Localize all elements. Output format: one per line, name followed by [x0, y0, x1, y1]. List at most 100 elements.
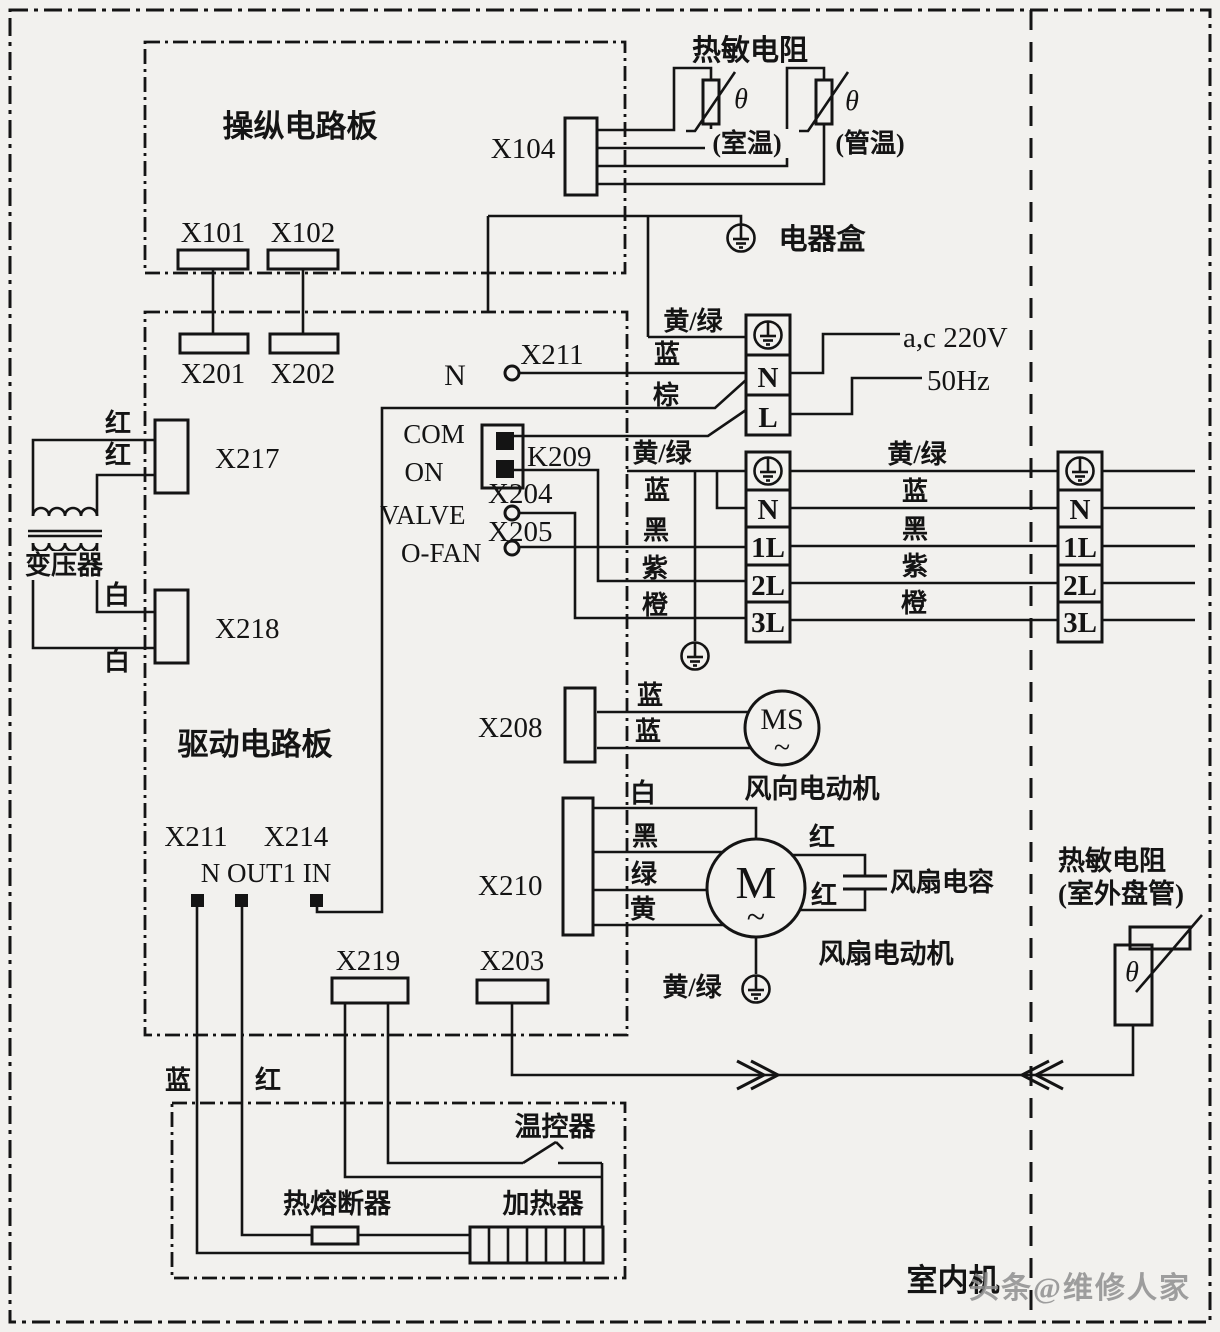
wire-label-black: 黑 [902, 515, 928, 544]
fan-motor-label: 风扇电动机 [819, 938, 954, 969]
thermistor-title: 热敏电阻 [692, 34, 808, 67]
wire-label-yellow-green: 黄/绿 [632, 439, 692, 468]
theta-symbol: θ [845, 86, 859, 117]
thermal-fuse-label: 热熔断器 [283, 1188, 392, 1219]
plug-arrow-right-icon [736, 1059, 782, 1091]
on-pin-label: ON [405, 457, 444, 487]
wire-label-blue: 蓝 [902, 477, 928, 506]
outdoor-thermistor: 热敏电阻 (室外盘管) θ [1058, 846, 1203, 1027]
block3-cell-1l: 1L [1063, 532, 1097, 564]
thermostat-switch-icon [522, 1140, 564, 1165]
connector-x210-label: X210 [478, 870, 542, 902]
block3-cell-2l: 2L [1063, 570, 1097, 602]
connector-x218-label: X218 [215, 613, 279, 645]
chassis-ground-icon [680, 641, 710, 671]
terminal-x211-neutral: N X211 [444, 339, 584, 392]
mains-voltage-label: a,c 220V [903, 322, 1008, 354]
ground-icon [741, 974, 771, 1004]
control-board-box [143, 40, 627, 275]
wire-label-yellow-green: 黄/绿 [663, 307, 723, 336]
block3-cell-n: N [1070, 494, 1091, 526]
thermostat: 温控器 [515, 1112, 597, 1165]
connector-x219-label: X219 [336, 945, 400, 977]
thermistor-pipe-icon: θ [799, 71, 859, 133]
terminal-n-pad [191, 894, 204, 907]
fan-capacitor-label: 风扇电容 [890, 867, 994, 897]
wire-label-blue: 蓝 [637, 681, 663, 710]
wire-label-orange: 橙 [901, 589, 928, 618]
fan-motor-symbol: M [736, 857, 777, 908]
wire-label-red: 红 [255, 1065, 281, 1095]
wire-label-red: 红 [811, 880, 837, 910]
connector-x101-label: X101 [181, 217, 245, 249]
connector-x101: X101 [176, 217, 250, 271]
wire-label-purple: 紫 [642, 554, 668, 583]
electric-box-label: 电器盒 [778, 222, 866, 256]
connector-x201: X201 [178, 332, 250, 390]
connector-x208-label: X208 [478, 712, 542, 744]
transformer: 变压器 [17, 506, 112, 580]
block2-cell-3l: 3L [751, 607, 785, 639]
relay-k209: COM ON K209 [403, 419, 591, 490]
wire-label-blue: 蓝 [654, 340, 680, 369]
outdoor-thermistor-icon: θ [1113, 914, 1203, 1027]
connector-x210-box [561, 796, 595, 937]
connector-x104-label: X104 [491, 133, 556, 165]
connector-x211-label: X211 [520, 339, 583, 371]
pipe-temp-label: (管温) [835, 129, 904, 158]
block3-cell-3l: 3L [1063, 607, 1097, 639]
ground-icon [753, 320, 783, 350]
fan-motor: X210 白 黑 绿 黄 M ~ 红 红 风扇电容 风扇电动机 黄/绿 [478, 778, 994, 1004]
fan-motor-tilde: ~ [747, 899, 765, 936]
connector-x219: X219 [330, 945, 410, 1005]
connector-k209-label: K209 [527, 441, 591, 473]
connector-x205-label: X205 [488, 516, 552, 548]
inline-connector-arrows [736, 1059, 1064, 1091]
outer-border [8, 8, 1212, 1324]
thermal-fuse-icon [310, 1225, 360, 1246]
connector-x217: X217 [153, 418, 279, 495]
board-boxes [143, 40, 629, 1280]
terminal-block-indoor-out: N 1L 2L 3L [744, 450, 792, 644]
indoor-unit-label: 室内机 [907, 1263, 1000, 1298]
wire-label-yellow-green: 黄/绿 [662, 973, 722, 1002]
thermostat-label: 温控器 [515, 1112, 597, 1142]
swing-motor-symbol: MS [760, 703, 803, 736]
swing-motor-tilde: ~ [774, 731, 790, 764]
wire-label-brown: 棕 [653, 380, 679, 410]
theta-symbol: θ [1125, 957, 1139, 988]
terminal-x205-ofan: X205 O-FAN [401, 516, 552, 568]
terminal-block-mains: N L [744, 313, 792, 437]
wire-label-black: 黑 [632, 822, 658, 851]
wire-label-orange: 橙 [642, 591, 669, 620]
wire-label-green: 绿 [631, 860, 658, 889]
swing-motor-icon [743, 689, 821, 767]
connector-x217-label: X217 [215, 443, 279, 475]
wire-label-blue: 蓝 [635, 717, 661, 746]
connector-x104: X104 [491, 116, 599, 197]
drive-board-terminals: X211 X214 N OUT1 IN [164, 821, 331, 907]
plug-arrow-left-icon [1018, 1059, 1064, 1091]
indoor-thermistors: 热敏电阻 θ θ (室温) (管温) [686, 34, 913, 158]
wire-label-white: 白 [104, 580, 130, 610]
block2-cell-n: N [758, 494, 779, 526]
control-board-label: 操纵电路板 [223, 109, 378, 144]
thermistor-room-icon: θ [686, 71, 748, 133]
connector-x218: X218 [153, 588, 279, 665]
block2-cell-1l: 1L [751, 532, 785, 564]
mains-freq-label: 50Hz [927, 365, 990, 397]
wire-label-red: 红 [105, 440, 131, 470]
thermal-fuse: 热熔断器 [283, 1188, 392, 1246]
swing-motor: X208 蓝 蓝 MS ~ 风向电动机 [478, 681, 880, 804]
fan-motor-icon [705, 837, 807, 939]
outdoor-thermistor-title: 热敏电阻 [1058, 846, 1166, 876]
heater: 加热器 [468, 1189, 605, 1265]
wiring [31, 66, 1195, 1255]
connector-x214-label: X214 [264, 821, 329, 853]
terminal-x204-valve: X204 VALVE [380, 478, 553, 530]
fan-capacitor-icon [843, 874, 887, 891]
connector-x202: X202 [268, 332, 340, 390]
connector-x201-label: X201 [181, 358, 245, 390]
ground-icon [1065, 456, 1095, 486]
